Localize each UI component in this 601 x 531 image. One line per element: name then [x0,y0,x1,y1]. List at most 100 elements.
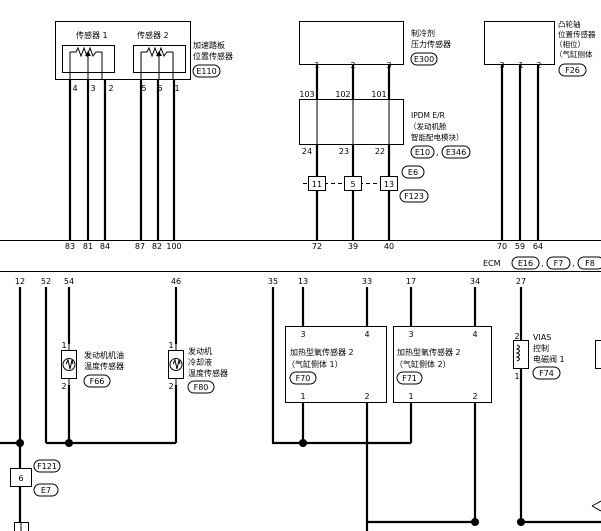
svg-text:17: 17 [406,277,416,286]
svg-text:F80: F80 [194,383,209,392]
accel-connector: E110 [192,64,221,78]
svg-text:温度传感器: 温度传感器 [188,368,228,378]
svg-text:84: 84 [100,242,110,251]
o2-sensor-bank2: 3 4 加热型氧传感器 2 （气缸侧体 2） F71 1 2 [393,326,492,403]
svg-text:F7: F7 [554,259,564,268]
coolant-temp-sensor: 1 2 发动机 冷却液 温度传感器 F80 [168,341,228,394]
svg-text:1: 1 [174,84,179,93]
svg-text:83: 83 [65,242,75,251]
ecm-label: ECM [483,259,501,268]
joint-connector: 11 5 13 E6 F123 [303,145,429,240]
svg-text:控制: 控制 [533,343,549,353]
svg-text:3: 3 [408,330,413,339]
ecm-connector-e16: E16 [511,256,540,270]
svg-text:凸轮轴: 凸轮轴 [558,19,581,29]
svg-text:34: 34 [470,277,480,286]
ecm-connector-f8: F8 [577,256,601,270]
svg-text:82: 82 [152,242,162,251]
ecm-top-pins: 83 81 84 87 82 100 72 39 40 70 59 64 [65,242,543,251]
svg-text:2: 2 [168,382,173,391]
svg-text:F66: F66 [90,377,105,386]
ipdm-connector-1: E10 [410,145,435,159]
svg-text:39: 39 [348,242,358,251]
svg-text:24: 24 [302,147,312,156]
svg-text:40: 40 [384,242,394,251]
sensor1-label: 传感器 1 [76,30,108,40]
joint-connector-e6: E6 [401,165,425,179]
svg-text:E16: E16 [518,259,533,268]
svg-text:智能配电模块）: 智能配电模块） [411,132,464,142]
svg-text:102: 102 [335,90,350,99]
svg-text:E10: E10 [415,148,430,157]
svg-text:2: 2 [472,392,477,401]
svg-text:72: 72 [312,242,322,251]
refrigerant-connector: E300 [410,52,438,66]
svg-text:12: 12 [15,277,25,286]
svg-text:6: 6 [157,84,162,93]
svg-text:F123: F123 [404,192,424,201]
svg-text:23: 23 [339,147,349,156]
coolant-temp-connector: F80 [187,380,215,394]
svg-text:E346: E346 [446,148,466,157]
svg-text:E300: E300 [414,55,434,64]
accel-name-2: 位置传感器 [193,51,233,61]
svg-text:F71: F71 [402,374,417,383]
vias-connector: F74 [532,366,561,380]
accel-pedal-sensor: 传感器 1 传感器 2 加速踏板 位置传感器 E110 4 3 2 5 6 1 [55,21,233,93]
svg-text:1: 1 [300,392,305,401]
ipdm-module: 103 102 101 24 23 22 IPDM E/R （发动机舱 智能配电… [299,64,471,159]
svg-text:100: 100 [166,242,181,251]
svg-text:13: 13 [298,277,308,286]
svg-text:11: 11 [312,180,322,189]
left-wires [0,287,178,468]
svg-text:F121: F121 [37,462,57,471]
svg-text:（气缸侧体 1）: （气缸侧体 1） [287,359,343,369]
svg-text:5: 5 [141,84,146,93]
joint-connector-f123: F123 [399,189,429,203]
svg-text:22: 22 [375,147,385,156]
svg-text:E7: E7 [41,486,51,495]
svg-text:1: 1 [408,392,413,401]
svg-text:F70: F70 [296,374,311,383]
svg-text:1: 1 [168,341,173,350]
svg-text:F74: F74 [539,369,554,378]
svg-text:52: 52 [41,277,51,286]
svg-text:（发动机舱: （发动机舱 [409,121,447,131]
svg-text:87: 87 [135,242,145,251]
svg-text:（相位）: （相位） [555,39,585,49]
svg-text:27: 27 [516,277,526,286]
svg-text:4: 4 [364,330,369,339]
svg-text:加热型氧传感器 2: 加热型氧传感器 2 [397,347,461,357]
svg-text:发动机机油: 发动机机油 [84,350,124,360]
svg-text:101: 101 [371,90,386,99]
ecm-connector-f7: F7 [546,256,571,270]
o2-bank2-connector: F71 [396,371,423,385]
svg-text:46: 46 [171,277,181,286]
o2-sensor-bank1: 3 4 加热型氧传感器 2 （气缸侧体 1） F70 1 2 [285,326,387,403]
joint-6: 6 F121 E7 [10,459,61,531]
camshaft-connector: F26 [558,63,587,77]
svg-text:3: 3 [300,330,305,339]
svg-text:（气缸侧体 2）: （气缸侧体 2） [395,359,451,369]
svg-text:54: 54 [64,277,74,286]
svg-text:3: 3 [90,84,95,93]
ecm-bottom-pins: 12 52 54 46 35 13 33 17 34 27 [15,277,526,286]
svg-text:5: 5 [350,180,355,189]
svg-text:位置传感器: 位置传感器 [558,29,596,39]
svg-text:81: 81 [83,242,93,251]
svg-text:59: 59 [515,242,525,251]
svg-text:发动机: 发动机 [188,346,212,356]
o2-wires [271,287,479,531]
joint6-connector-f121: F121 [33,459,61,473]
svg-text:35: 35 [268,277,278,286]
svg-text:2: 2 [108,84,113,93]
svg-text:4: 4 [472,330,477,339]
svg-text:加热型氧传感器 2: 加热型氧传感器 2 [290,347,354,357]
svg-text:冷却液: 冷却液 [188,357,212,367]
refrigerant-sensor: 制冷剂 压力传感器 E300 1 2 3 [299,21,451,70]
svg-text:2: 2 [364,392,369,401]
svg-text:2: 2 [514,332,519,341]
svg-text:温度传感器: 温度传感器 [84,361,124,371]
svg-text:压力传感器: 压力传感器 [411,39,451,49]
svg-text:103: 103 [299,90,314,99]
